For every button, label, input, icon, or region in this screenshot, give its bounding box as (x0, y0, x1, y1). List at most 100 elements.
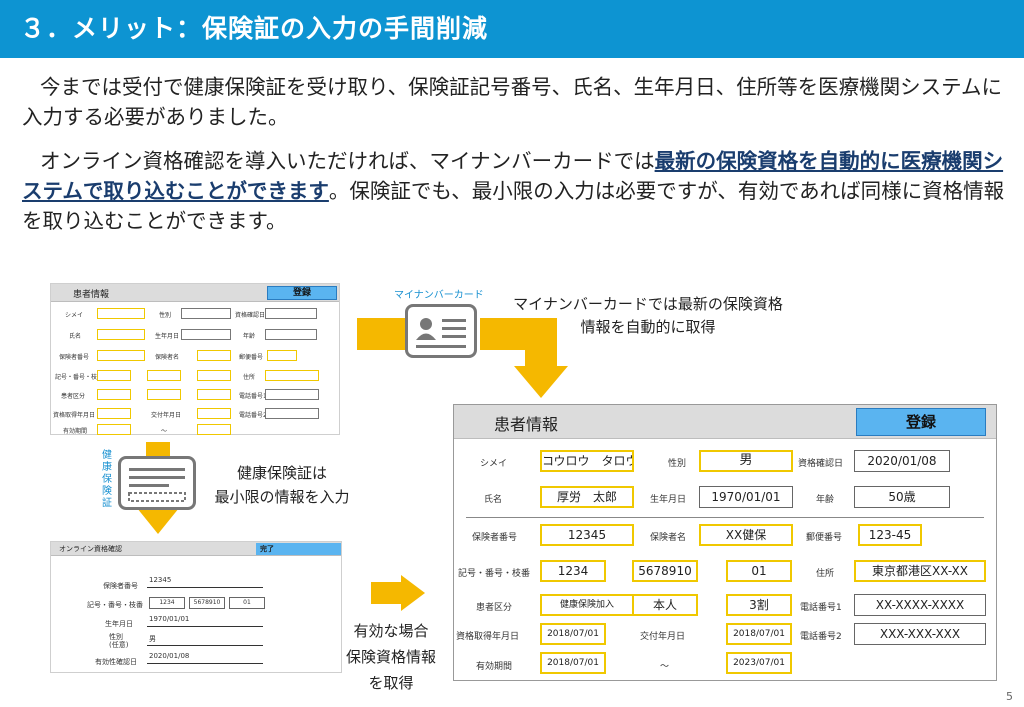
small-field-symbol-3[interactable] (197, 370, 231, 381)
big-label-age: 年齢 (816, 495, 835, 505)
big-field-symbol-2[interactable]: 5678910 (632, 560, 698, 582)
big-register-button[interactable]: 登録 (856, 408, 986, 436)
big-form-title: 患者情報 (494, 415, 559, 434)
small-field-category-2[interactable] (147, 389, 181, 400)
online-field-symbol-2[interactable]: 5678910 (189, 597, 225, 609)
big-field-category[interactable]: 健康保険加入 (540, 594, 634, 616)
arrow-bar-right (371, 582, 403, 604)
online-label-sex: 性別 (任意) (109, 633, 129, 649)
big-field-phone1[interactable]: XX-XXXX-XXXX (854, 594, 986, 616)
small-label-name: 氏名 (69, 333, 82, 340)
insurance-card-icon (118, 456, 196, 510)
small-field-birth[interactable] (181, 329, 231, 340)
small-field-ratio[interactable] (197, 389, 231, 400)
small-label-address: 住所 (243, 374, 256, 381)
small-field-valid-to[interactable] (197, 424, 231, 435)
big-tilde: ～ (660, 662, 670, 672)
small-tilde: ～ (161, 428, 168, 435)
online-field-insurer-no[interactable]: 12345 (147, 576, 263, 588)
big-field-category-2[interactable]: 本人 (632, 594, 698, 616)
big-field-postal[interactable]: 123-45 (858, 524, 922, 546)
big-field-ratio[interactable]: 3割 (726, 594, 792, 616)
small-label-cert-date: 資格確認日 (235, 312, 266, 319)
big-field-insurer-no[interactable]: 12345 (540, 524, 634, 546)
big-field-name[interactable]: 厚労 太郎 (540, 486, 634, 508)
online-field-symbol-3[interactable]: 01 (229, 597, 265, 609)
online-check-form: オンライン資格確認 完了 保険者番号 12345 記号・番号・枝番 1234 5… (50, 541, 342, 673)
big-patient-form: 患者情報 登録 シメイ コウロウ タロウ 性別 男 資格確認日 2020/01/… (453, 404, 997, 681)
online-field-birth[interactable]: 1970/01/01 (147, 615, 263, 627)
big-field-insurer-name[interactable]: XX健保 (699, 524, 793, 546)
small-field-insurer-no[interactable] (97, 350, 145, 361)
small-label-insurer-name: 保険者名 (155, 354, 180, 361)
online-form-title: オンライン資格確認 (59, 545, 122, 553)
big-label-postal: 郵便番号 (806, 533, 843, 543)
online-label-birth: 生年月日 (105, 620, 133, 628)
big-label-issued: 交付年月日 (640, 632, 686, 642)
online-label-insurer-no: 保険者番号 (103, 582, 138, 590)
paragraph-1: 今までは受付で健康保険証を受け取り、保険証記号番号、氏名、生年月日、住所等を医療… (22, 75, 1003, 129)
small-label-age: 年齢 (243, 333, 256, 340)
mynumber-card-icon (405, 304, 477, 358)
small-label-validity: 有効期間 (63, 428, 88, 435)
small-field-acquired[interactable] (97, 408, 131, 419)
big-field-acquired[interactable]: 2018/07/01 (540, 623, 606, 645)
big-field-symbol-1[interactable]: 1234 (540, 560, 606, 582)
online-label-valid-date: 有効性確認日 (95, 658, 137, 666)
small-label-kana: シメイ (65, 312, 84, 319)
big-field-birth[interactable]: 1970/01/01 (699, 486, 793, 508)
big-field-phone2[interactable]: XXX-XXX-XXX (854, 623, 986, 645)
small-field-category[interactable] (97, 389, 131, 400)
paragraph-2-emphasis: 最新の保険資格を自動的に医療機関システムで取り込むことができます (22, 149, 1004, 203)
big-field-valid-from[interactable]: 2018/07/01 (540, 652, 606, 674)
mynumber-caption-1: マイナンバーカードでは最新の保険資格 (513, 295, 783, 313)
big-label-birth: 生年月日 (650, 495, 687, 505)
small-field-age[interactable] (265, 329, 317, 340)
small-field-phone2[interactable] (265, 408, 319, 419)
online-field-valid-date[interactable]: 2020/01/08 (147, 652, 263, 664)
small-label-category: 患者区分 (61, 393, 86, 400)
small-field-phone1[interactable] (265, 389, 319, 400)
online-form-status: 完了 (256, 543, 341, 555)
small-field-address[interactable] (265, 370, 319, 381)
big-field-age[interactable]: 50歳 (854, 486, 950, 508)
arrow-right-icon (401, 575, 425, 611)
big-label-phone2: 電話番号2 (800, 632, 842, 642)
online-label-symbol: 記号・番号・枝番 (87, 601, 143, 609)
small-field-sex[interactable] (181, 308, 231, 319)
small-form-title: 患者情報 (73, 290, 110, 300)
big-field-address[interactable]: 東京都港区XX-XX (854, 560, 986, 582)
small-field-issued[interactable] (197, 408, 231, 419)
valid-caption-2: 保険資格情報 (345, 648, 436, 666)
small-field-symbol-2[interactable] (147, 370, 181, 381)
small-label-insurer-no: 保険者番号 (59, 354, 90, 361)
big-form-divider (466, 517, 984, 518)
paragraph-2-start: オンライン資格確認を導入いただければ、マイナンバーカードでは (40, 149, 655, 173)
big-label-phone1: 電話番号1 (800, 603, 842, 613)
small-label-acquired: 資格取得年月日 (53, 412, 96, 419)
big-field-kana[interactable]: コウロウ タロウ (540, 450, 634, 472)
big-field-cert-date[interactable]: 2020/01/08 (854, 450, 950, 472)
small-field-valid-from[interactable] (97, 424, 131, 435)
small-register-button[interactable]: 登録 (267, 286, 337, 300)
online-field-sex[interactable]: 男 (147, 634, 263, 646)
big-field-symbol-3[interactable]: 01 (726, 560, 792, 582)
small-field-insurer-name[interactable] (197, 350, 231, 361)
paragraph-2: オンライン資格確認を導入いただければ、マイナンバーカードでは最新の保険資格を自動… (22, 146, 1012, 236)
big-label-address: 住所 (816, 569, 835, 579)
small-field-cert-date[interactable] (265, 308, 317, 319)
mynumber-card-label: マイナンバーカード (394, 290, 484, 301)
big-label-insurer-name: 保険者名 (650, 533, 687, 543)
big-label-symbol: 記号・番号・枝番 (458, 569, 531, 579)
big-field-sex[interactable]: 男 (699, 450, 793, 472)
small-field-name[interactable] (97, 329, 145, 340)
paragraph-2-end: 。保険証でも、最小限の入力は必要ですが、有効であれば同様に資格情報を取り込むこと… (22, 179, 1005, 233)
big-field-valid-to[interactable]: 2023/07/01 (726, 652, 792, 674)
small-field-symbol-1[interactable] (97, 370, 131, 381)
small-field-kana[interactable] (97, 308, 145, 319)
small-field-postal[interactable] (267, 350, 297, 361)
big-label-cert-date: 資格確認日 (798, 459, 844, 469)
big-field-issued[interactable]: 2018/07/01 (726, 623, 792, 645)
online-field-symbol-1[interactable]: 1234 (149, 597, 185, 609)
big-label-acquired: 資格取得年月日 (456, 632, 520, 642)
